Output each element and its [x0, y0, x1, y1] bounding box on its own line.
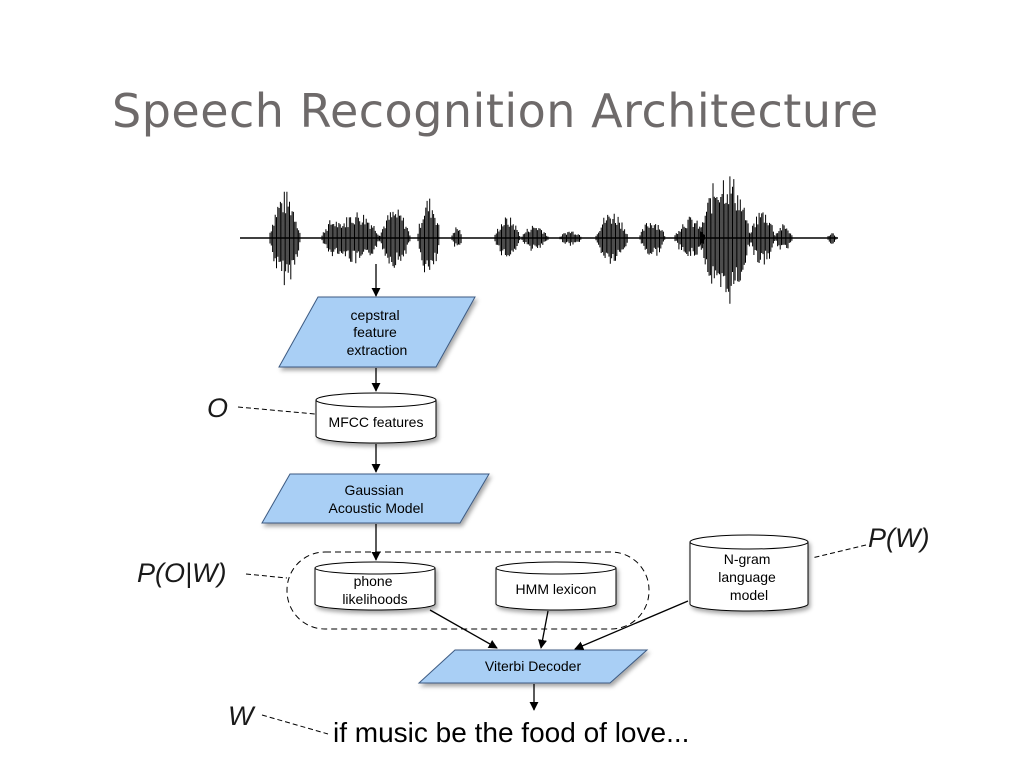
ngram-line-3: model — [730, 587, 768, 603]
svg-text:phone likelihoods: phone likelihoods — [342, 573, 407, 607]
words-variable: W — [228, 701, 256, 731]
leader-prior — [811, 544, 867, 559]
feature-extraction-line-1: cepstral — [351, 307, 400, 323]
recognized-output-text: if music be the food of love... — [333, 717, 689, 748]
mfcc-features-node — [315, 392, 437, 444]
likelihood-group-outline — [286, 551, 650, 630]
svg-text:cepstral feature e: cepstral feature extraction — [347, 307, 408, 358]
prior-variable: P(W) — [868, 523, 929, 553]
ngram-line-2: language — [718, 569, 776, 585]
feature-extraction-line-3: extraction — [347, 342, 408, 358]
arrow-phone-to-viterbi — [429, 609, 498, 649]
mfcc-features-label: MFCC features — [329, 414, 424, 430]
arrow-ngram-to-viterbi — [574, 600, 689, 650]
hmm-lexicon-node — [495, 561, 617, 611]
acoustic-model-node: Gaussian Acoustic Model — [261, 473, 490, 524]
flow-arrows — [371, 264, 689, 711]
phone-likelihoods-line-2: likelihoods — [342, 591, 407, 607]
viterbi-decoder-label: Viterbi Decoder — [485, 658, 582, 674]
leader-words — [261, 714, 329, 735]
hmm-lexicon-label: HMM lexicon — [516, 581, 597, 597]
svg-text:Gaussian Acoustic Model: Gaussian Acoustic Model — [329, 482, 424, 516]
viterbi-decoder-node: Viterbi Decoder — [417, 649, 649, 684]
acoustic-model-line-1: Gaussian — [344, 482, 403, 498]
speech-waveform — [240, 176, 838, 304]
phone-likelihoods-line-1: phone — [354, 573, 393, 589]
leader-observation — [237, 406, 316, 415]
leader-likelihood — [245, 573, 288, 579]
leader-lines — [237, 406, 867, 735]
svg-text:N-gram language model: N-gram language model — [718, 551, 780, 603]
observation-variable: O — [207, 393, 228, 423]
phone-likelihoods-node — [314, 561, 436, 611]
feature-extraction-line-2: feature — [353, 324, 397, 340]
ngram-line-1: N-gram — [724, 551, 771, 567]
acoustic-model-line-2: Acoustic Model — [329, 500, 424, 516]
feature-extraction-node: cepstral feature extraction — [278, 296, 476, 368]
ngram-language-model-node — [689, 534, 809, 612]
arrow-lexicon-to-viterbi — [538, 610, 549, 649]
likelihood-variable: P(O|W) — [137, 558, 227, 588]
slide-title: Speech Recognition Architecture — [112, 84, 879, 138]
